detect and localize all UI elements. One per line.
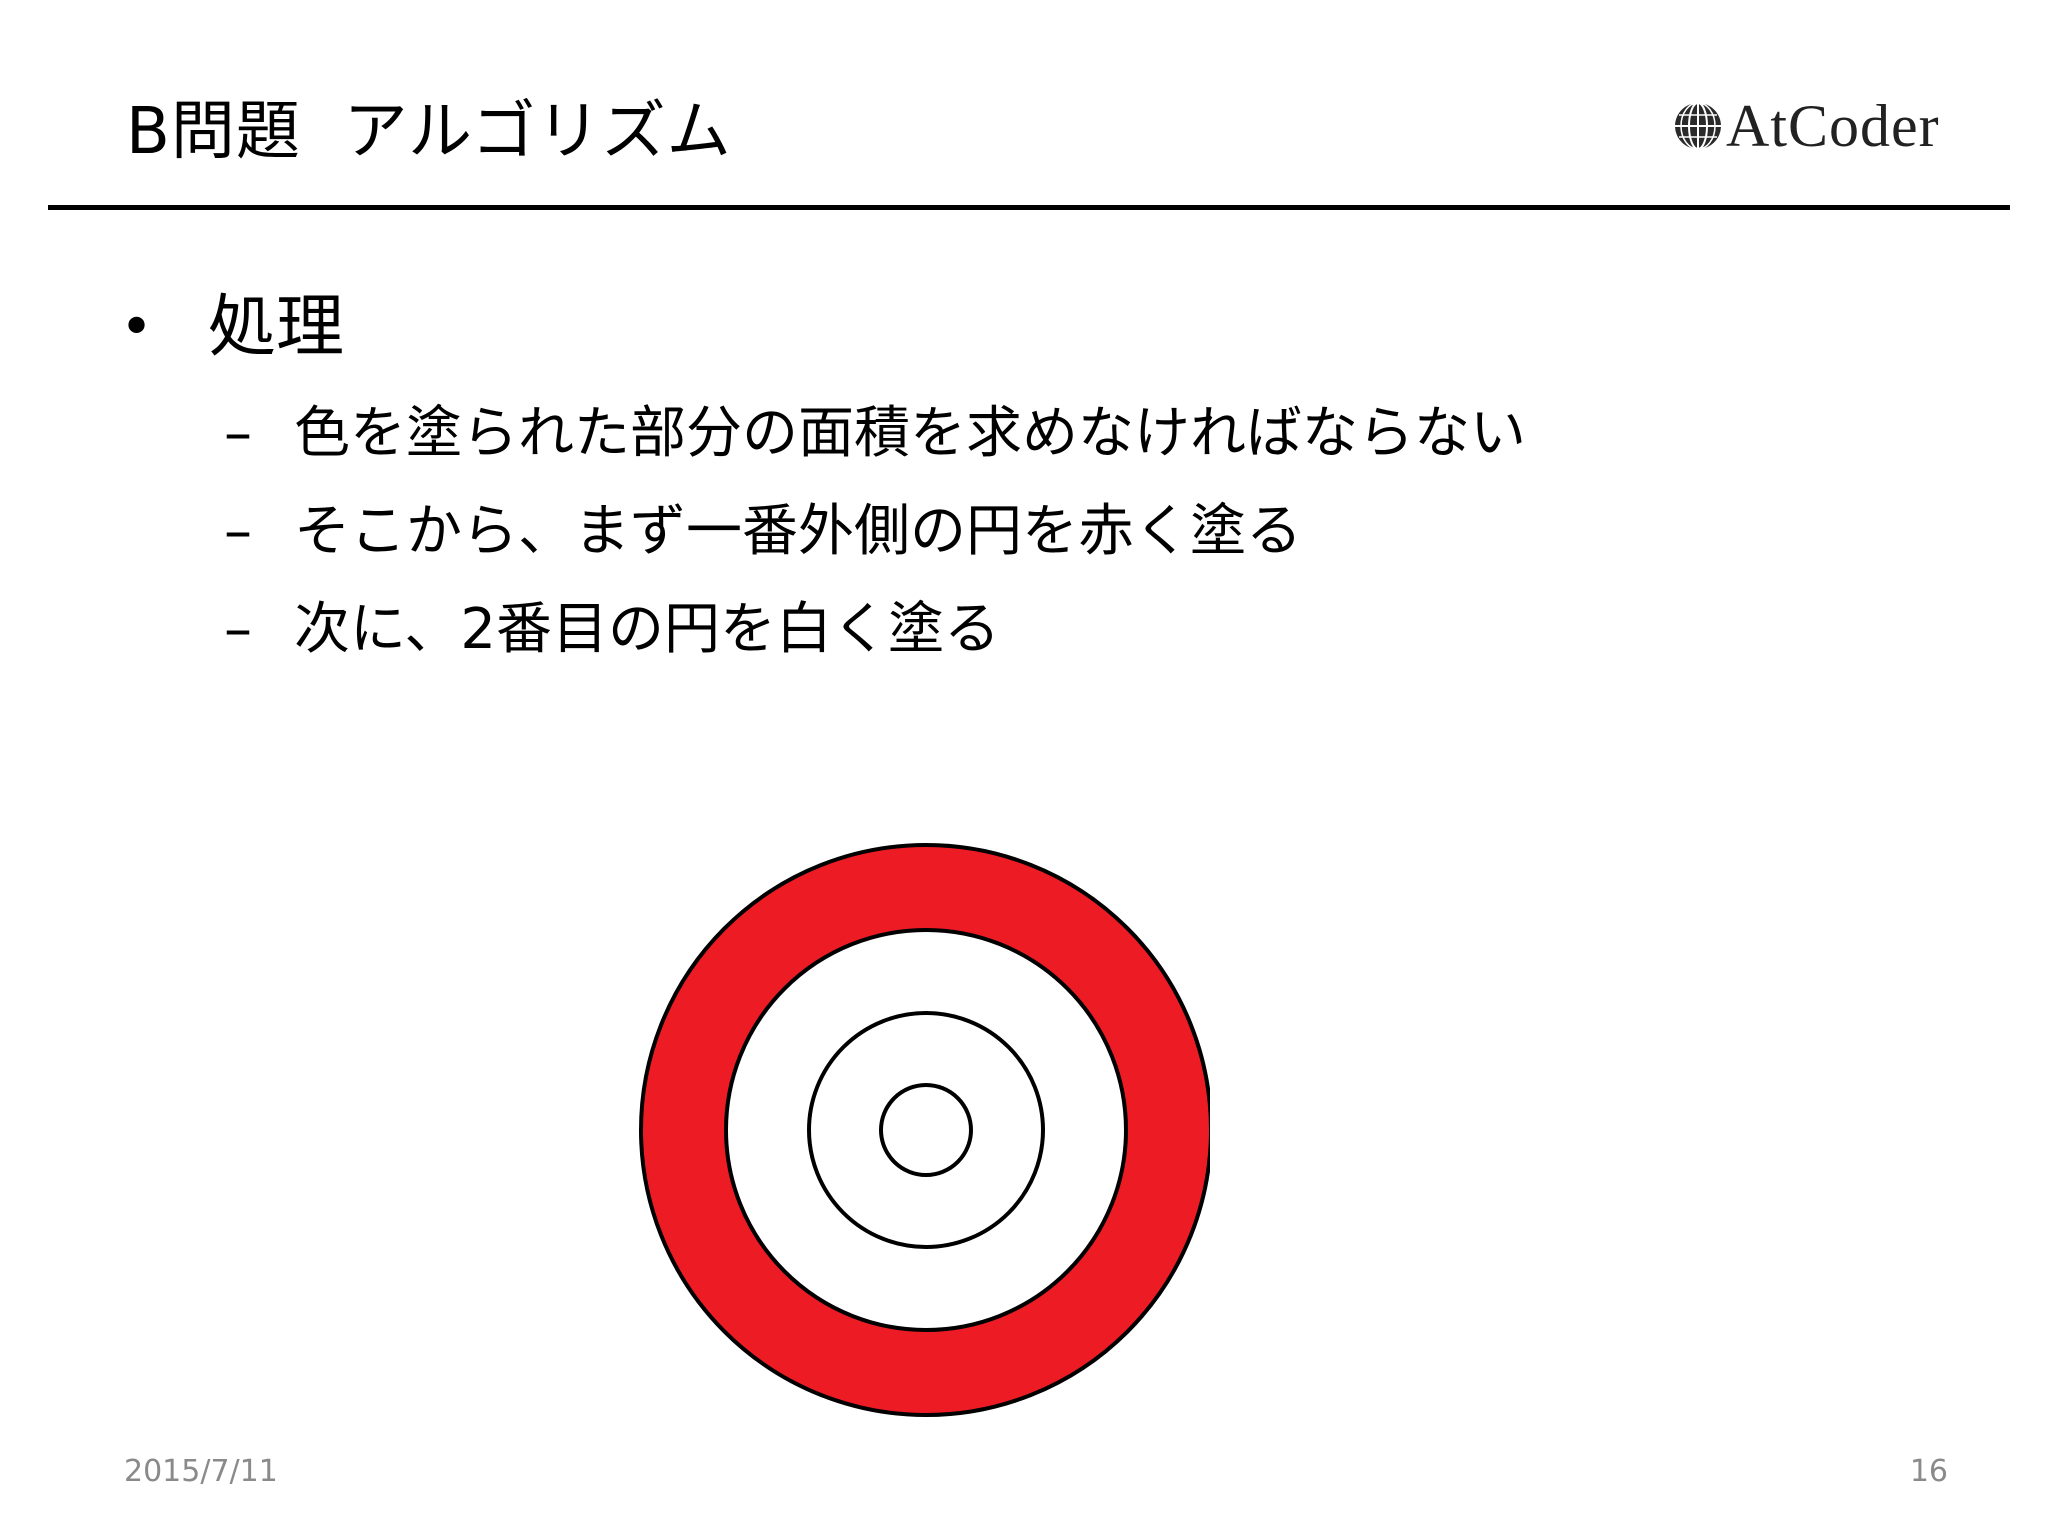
slide-title: B問題 アルゴリズム (126, 95, 732, 169)
bullet-text: 処理 (208, 288, 345, 367)
sub-item-text: 色を塗られた部分の面積を求めなければならない (294, 401, 1526, 466)
sub-item-marker: – (224, 499, 252, 564)
page-number: 16 (1909, 1454, 1948, 1489)
sub-item-text: 次に、2番目の円を白く塗る (294, 597, 1000, 662)
sub-item: – 次に、2番目の円を白く塗る (224, 590, 1000, 670)
sub-item-marker: – (224, 401, 252, 466)
sub-item: – 色を塗られた部分の面積を求めなければならない (224, 394, 1526, 474)
bullet-item: • 処理 (120, 286, 344, 370)
sub-item-marker: – (224, 597, 252, 662)
title-divider (48, 205, 2010, 210)
logo-text: AtCoder (1726, 93, 1940, 159)
atcoder-logo: AtCoder (1672, 96, 1940, 156)
sub-item-text: そこから、まず一番外側の円を赤く塗る (294, 499, 1302, 564)
bullet-marker: • (120, 295, 154, 360)
globe-icon (1675, 102, 1721, 150)
footer-date: 2015/7/11 (124, 1454, 278, 1489)
inner-ring (879, 1083, 973, 1177)
concentric-circles-figure (639, 843, 1210, 1417)
sub-item: – そこから、まず一番外側の円を赤く塗る (224, 492, 1302, 572)
